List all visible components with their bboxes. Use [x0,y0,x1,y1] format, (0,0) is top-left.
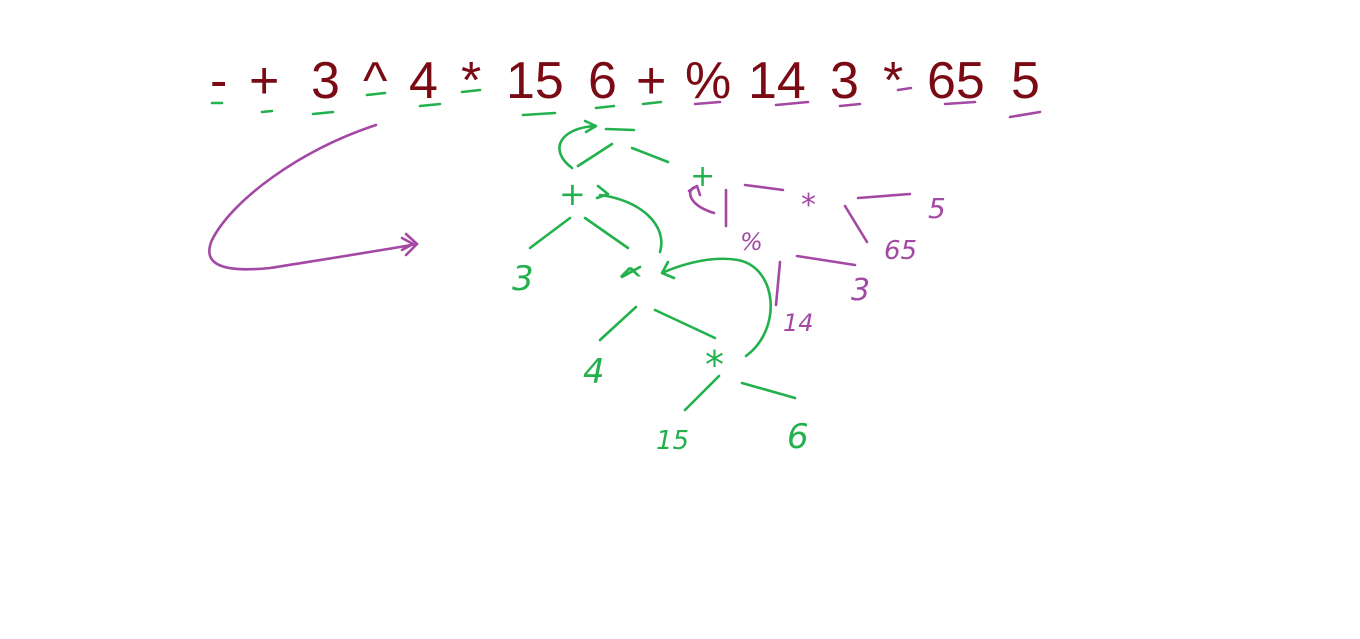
node-caret: ^ [616,261,645,301]
prefix-expression: - + 3 ^ 4 * 15 6 + % 14 3 * 65 5 [210,52,1040,110]
node-percent: % [740,228,763,256]
arrow-top-loop [558,124,597,170]
token-star-2: * [883,52,903,110]
node-3: 3 [512,259,534,299]
node-15: 15 [656,426,689,456]
loop-arrow [208,123,419,271]
token-underlines-purple [693,86,1042,119]
node-star: * [705,343,724,387]
token-percent: % [685,52,731,110]
node-14: 14 [783,309,814,337]
token-4: 4 [409,52,438,110]
token-6: 6 [588,52,617,110]
node-65: 65 [884,236,917,266]
node-6: 6 [787,417,809,457]
token-minus: - [210,52,227,110]
token-3-b: 3 [830,52,859,110]
token-caret: ^ [363,52,388,110]
token-plus: + [249,52,279,110]
arrow-plus-loop [598,193,663,254]
node-plus-right: + [690,159,715,194]
token-15: 15 [506,52,564,110]
token-star: * [461,52,481,110]
purple-tree-edges [687,183,912,307]
node-5: 5 [928,192,946,225]
purple-tree-labels: % * 5 65 3 14 [740,188,946,337]
token-plus-2: + [636,52,666,110]
arrow-star-loop [662,257,772,358]
node-3-purple: 3 [851,273,870,308]
token-5: 5 [1011,52,1040,110]
token-14: 14 [748,52,806,110]
node-star-purple: * [801,188,816,223]
node-4: 4 [583,352,605,392]
node-plus-root: + [559,175,586,213]
token-65: 65 [927,52,985,110]
token-3: 3 [311,52,340,110]
green-tree-labels: + 3 ^ 4 * 15 6 + [512,159,809,457]
green-tree-edges [528,119,797,412]
token-underlines-green [210,88,663,117]
